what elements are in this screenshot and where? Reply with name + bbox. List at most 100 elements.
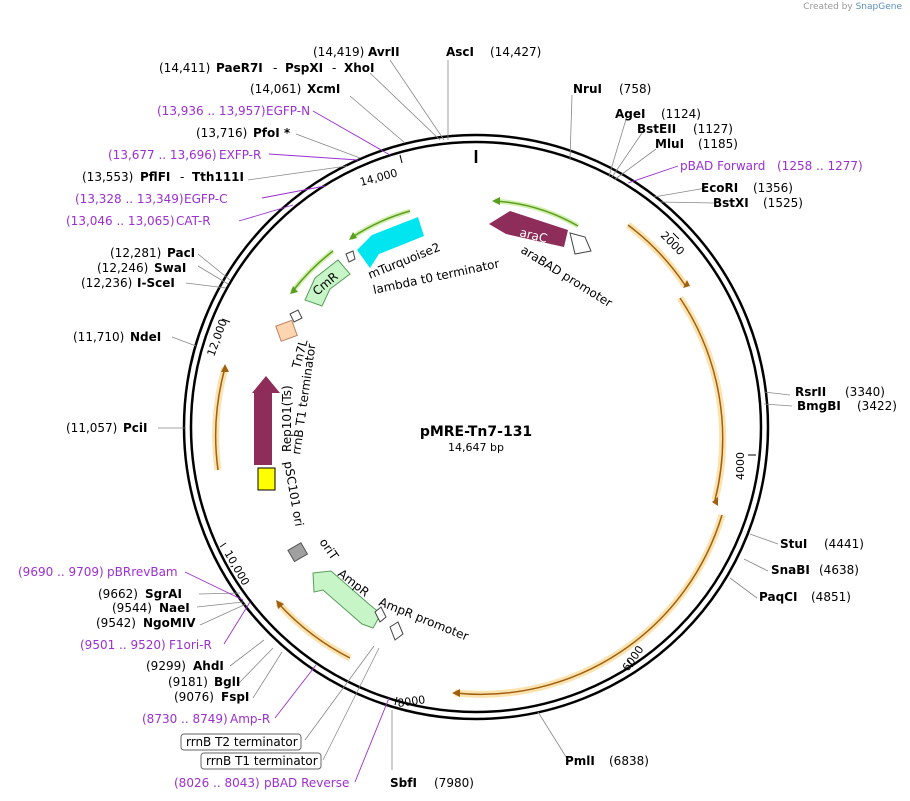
paci-label: PacI [167, 246, 195, 260]
bmgbi-pos: (3422) [857, 399, 897, 413]
pbad-forward-name: pBAD Forward [680, 159, 765, 173]
tick-8000: 8000 [397, 693, 427, 710]
orf-arcs [212, 222, 727, 698]
ampr-promoter-label: AmpR promoter [377, 595, 471, 644]
pmli-pos: (6838) [609, 754, 649, 768]
arac-feature [489, 211, 568, 247]
bgli-label: BglI [214, 675, 240, 689]
paer7i-pos: (14,411) [159, 61, 210, 75]
exfp-r-name: EXFP-R [219, 148, 261, 162]
xhoi-label: XhoI [344, 61, 375, 75]
pcii-pos: (11,057) [66, 421, 117, 435]
tn7l-terminator-arrow [289, 309, 303, 323]
lambda-t0-feature [345, 250, 356, 263]
tick-14000: 14,000 [358, 166, 399, 189]
nrui-pos: (758) [619, 82, 651, 96]
pbrrevbam-range: (9690 .. 9709) [18, 565, 104, 579]
rep101-feature [252, 376, 280, 465]
backbone-inner [189, 140, 763, 714]
rrnb-t1-box-label: rrnB T1 terminator [206, 754, 318, 768]
arabad-promoter-label: araBAD promoter [518, 243, 614, 310]
i-scei-label: I-SceI [137, 276, 175, 290]
xcmi-pos: (14,061) [250, 82, 301, 96]
ngomiv-pos: (9542) [96, 616, 136, 630]
mturquoise2-feature [357, 217, 424, 268]
rsrii-pos: (3340) [845, 385, 885, 399]
bstxi-label: BstXI [713, 196, 749, 210]
pbad-forward-range: (1258 .. 1277) [777, 159, 863, 173]
paqci-pos: (4851) [811, 590, 851, 604]
ampr-promoter-feature [389, 621, 404, 641]
amp-r-name: Amp-R [230, 712, 270, 726]
ampr-promoter-feature-2 [374, 606, 387, 623]
ahdi-label: AhdI [193, 659, 224, 673]
avrii-pos: (14,419) [313, 45, 364, 59]
stui-label: StuI [780, 537, 807, 551]
arabad-promoter-feature [569, 232, 592, 255]
cat-r-range: (13,046 .. 13,065) [66, 214, 175, 228]
snapgene-watermark: Created by SnapGene [803, 2, 902, 12]
ahdi-pos: (9299) [146, 659, 186, 673]
swai-label: SwaI [154, 261, 186, 275]
arac-label: araC [518, 225, 549, 245]
psc101-ori-label: pSC101 ori [281, 460, 306, 527]
paci-pos: (12,281) [110, 246, 161, 260]
fspi-pos: (9076) [174, 690, 214, 704]
green-arcs [290, 197, 580, 294]
tth111i-label: Tth111I [192, 170, 244, 184]
watermark-brand: SnapGene [855, 2, 902, 12]
asci-label: AscI [446, 45, 474, 59]
pflfi-pos: (13,553) [82, 170, 133, 184]
f1ori-r-name: F1ori-R [169, 638, 212, 652]
dash-2: - [332, 61, 336, 75]
plasmid-name: pMRE-Tn7-131 [420, 424, 532, 440]
pflfi-label: PflFI [140, 170, 170, 184]
ampr-feature [312, 570, 382, 629]
pspxi-label: PspXI [285, 61, 323, 75]
nrui-label: NruI [573, 82, 602, 96]
pbad-reverse-name: pBAD Reverse [264, 776, 349, 790]
fspi-label: FspI [221, 690, 249, 704]
paer7i-label: PaeR7I [216, 61, 263, 75]
tick-4000: 4000 [734, 452, 747, 480]
xcmi-label: XcmI [307, 82, 340, 96]
bmgbi-label: BmgBI [797, 399, 841, 413]
rsrii-label: RsrII [795, 385, 826, 399]
pfoi-pos: (13,716) [196, 126, 247, 140]
mlui-pos: (1185) [698, 137, 738, 151]
snabi-pos: (4638) [819, 563, 859, 577]
egfp-n-name: EGFP-N [266, 104, 310, 118]
agei-pos: (1124) [661, 107, 701, 121]
avrii-label: AvrII [368, 45, 400, 59]
f1ori-r-range: (9501 .. 9520) [80, 638, 166, 652]
site-labels: (14,419) AvrII AscI (14,427) (14,411) Pa… [66, 45, 897, 790]
egfp-c-name: EGFP-C [184, 192, 227, 206]
pfoi-label: PfoI * [253, 126, 291, 140]
pbrrevbam-name: pBRrevBam [107, 565, 178, 579]
plasmid-size: 14,647 bp [448, 441, 504, 454]
rep101-label: Rep101(Ts) [280, 385, 294, 452]
ecori-label: EcoRI [701, 181, 738, 195]
watermark-created-by: Created by [803, 2, 853, 12]
egfp-n-range: (13,936 .. 13,957) [157, 104, 266, 118]
cmr-feature [304, 259, 351, 307]
egfp-c-range: (13,328 .. 13,349) [75, 192, 184, 206]
asci-pos: (14,427) [490, 45, 541, 59]
bgli-pos: (9181) [168, 675, 208, 689]
sbfi-label: SbfI [390, 776, 417, 790]
rrnb-t2-box-label: rrnB T2 terminator [186, 735, 298, 749]
primer-leaders [184, 110, 679, 783]
ndei-label: NdeI [130, 330, 161, 344]
boxed-terminators: rrnB T2 terminator rrnB T1 terminator [180, 733, 322, 770]
amp-r-range: (8730 .. 8749) [142, 712, 228, 726]
backbone-outer [182, 133, 770, 721]
swai-pos: (12,246) [97, 261, 148, 275]
pbad-reverse-range: (8026 .. 8043) [174, 776, 260, 790]
tn7l-feature [275, 319, 298, 342]
ecori-pos: (1356) [753, 181, 793, 195]
naei-pos: (9544) [112, 601, 152, 615]
orit-label: oriT [317, 536, 342, 563]
naei-label: NaeI [159, 601, 190, 615]
agei-label: AgeI [615, 107, 645, 121]
